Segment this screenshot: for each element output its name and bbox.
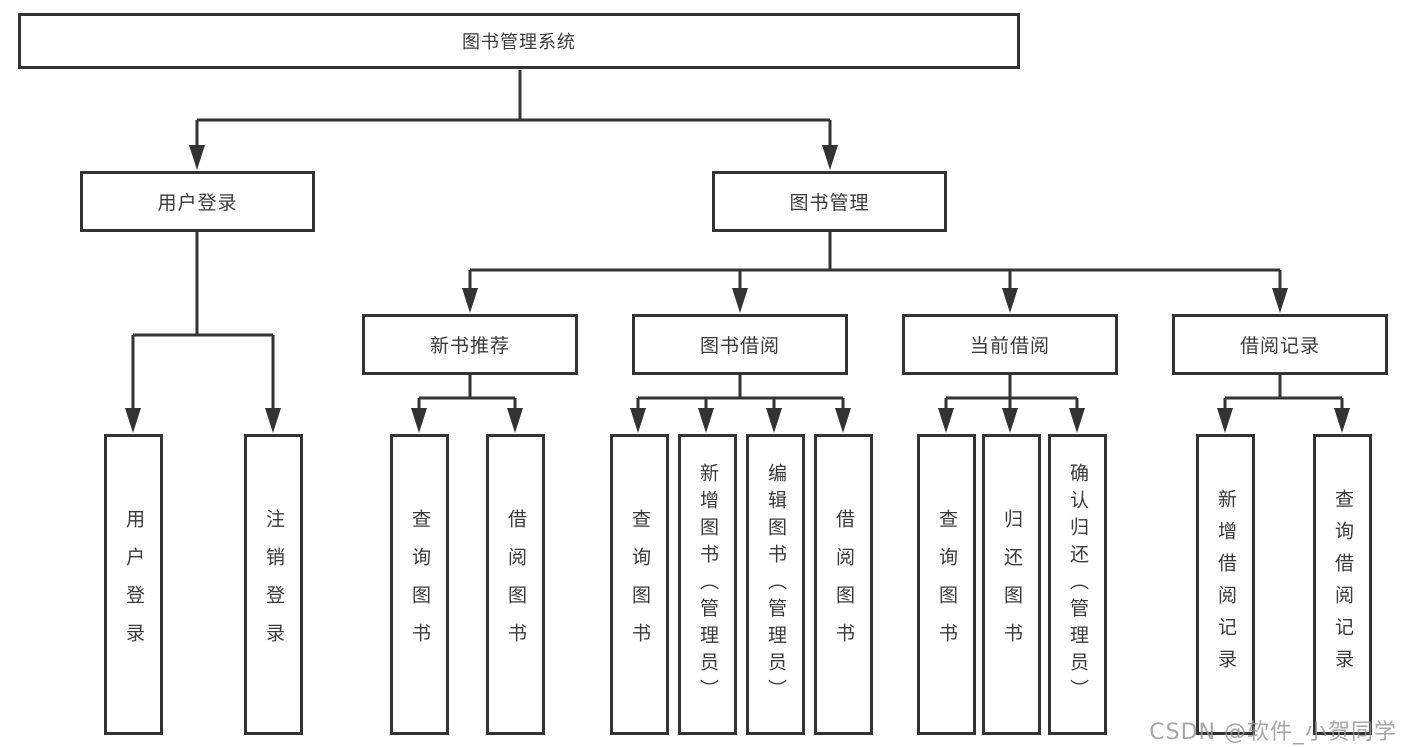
leaf-query-books-recommend: 查询图书 [390,434,449,735]
leaf-add-books-admin: 新增图书（管理员） [678,434,737,735]
leaf-borrow-books: 借阅图书 [814,434,873,735]
arrowhead-icons [125,145,1350,433]
leaf-query-borrow-record: 查询借阅记录 [1313,434,1372,735]
leaf-query-books-current: 查询图书 [917,434,976,735]
node-book-borrowing: 图书借阅 [632,314,848,375]
leaf-borrow-books-recommend: 借阅图书 [486,434,545,735]
node-user-login: 用户登录 [80,171,315,232]
leaf-edit-books-admin: 编辑图书（管理员） [746,434,805,735]
leaf-logout: 注销登录 [244,434,303,735]
watermark: CSDN @软件_小贺同学 [1149,720,1397,745]
node-library-management-system: 图书管理系统 [18,13,1020,69]
node-current-borrowing: 当前借阅 [902,314,1118,375]
leaf-query-books-borrow: 查询图书 [610,434,669,735]
leaf-return-books: 归还图书 [982,434,1041,735]
leaf-add-borrow-record: 新增借阅记录 [1196,434,1255,735]
node-borrowing-records: 借阅记录 [1172,314,1388,375]
node-book-management: 图书管理 [712,171,947,232]
node-new-book-recommendation: 新书推荐 [362,314,578,375]
leaf-user-login: 用户登录 [104,434,163,735]
leaf-confirm-return-admin: 确认归还（管理员） [1048,434,1107,735]
